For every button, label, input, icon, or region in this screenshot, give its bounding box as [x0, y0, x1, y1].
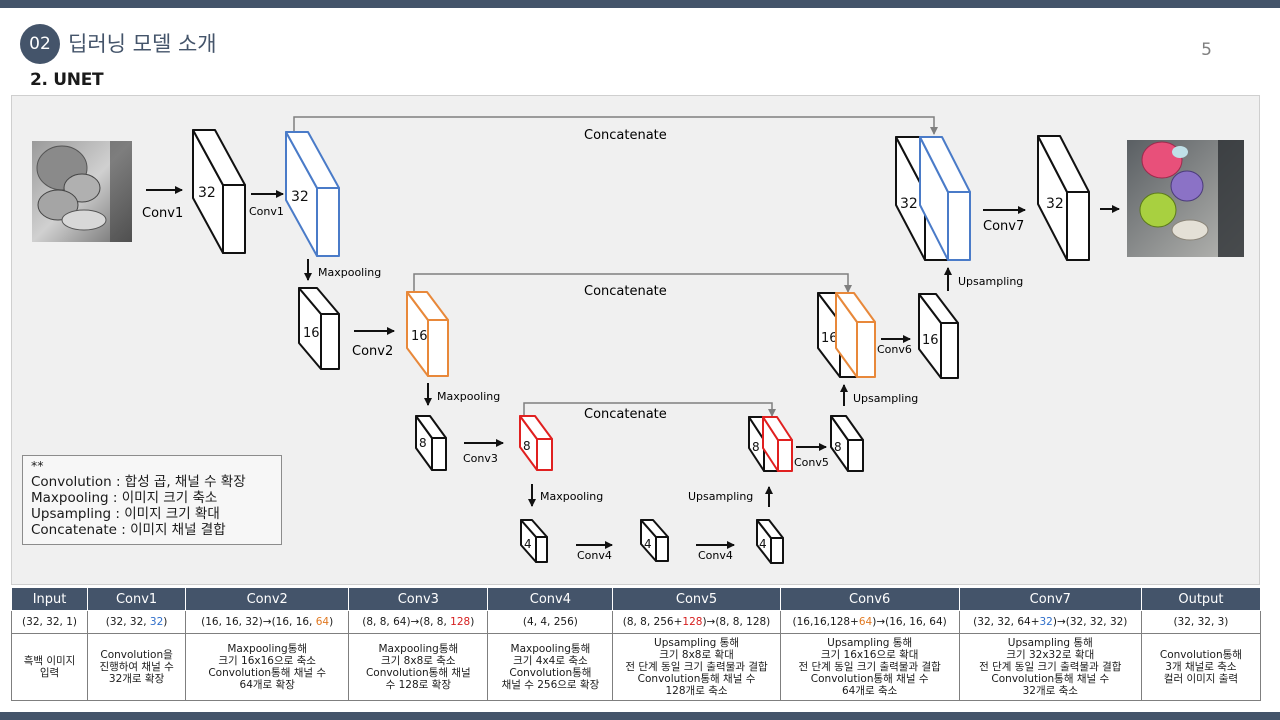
block-conv4-b: 4	[640, 519, 669, 562]
model-layers-table: Input Conv1 Conv2 Conv3 Conv4 Conv5 Conv…	[10, 587, 1262, 701]
block-conv5-concat-a-label: 8	[752, 440, 760, 454]
col-header-conv1: Conv1	[87, 587, 187, 611]
block-conv7-concat-b	[919, 136, 971, 261]
label-conv4-a: Conv4	[577, 549, 612, 562]
shape-conv3: (8, 8, 64)→(8, 8, 128)	[348, 610, 489, 634]
block-conv2-a: 16	[298, 287, 340, 370]
legend-item-convolution: Convolution : 합성 곱, 채널 수 확장	[31, 474, 246, 490]
label-concatenate-2: Concatenate	[584, 284, 667, 299]
block-conv1-b-label: 32	[291, 189, 309, 205]
block-conv1-b: 32	[285, 131, 340, 257]
legend-item-upsampling: Upsampling : 이미지 크기 확대	[31, 506, 220, 522]
label-conv6: Conv6	[877, 343, 912, 356]
block-conv1-a: 32	[192, 129, 246, 254]
shape-input: (32, 32, 1)	[10, 610, 89, 634]
block-conv7-out-label: 32	[1046, 196, 1064, 212]
block-conv6-concat-b	[835, 292, 876, 378]
slide-subtitle: 2. UNET	[30, 70, 104, 90]
shape-conv4: (4, 4, 256)	[487, 610, 614, 634]
label-conv5: Conv5	[794, 456, 829, 469]
shape-output: (32, 32, 3)	[1140, 610, 1262, 634]
col-header-input: Input	[10, 587, 89, 611]
output-color-image	[1127, 140, 1244, 257]
legend-item-maxpooling: Maxpooling : 이미지 크기 축소	[31, 490, 218, 506]
input-grayscale-image	[32, 141, 132, 242]
label-conv1-a: Conv1	[142, 206, 183, 221]
col-header-conv4: Conv4	[487, 587, 614, 611]
bottom-accent-bar	[0, 712, 1280, 720]
shape-row: (32, 32, 1) (32, 32, 32) (16, 16, 32)→(1…	[10, 610, 1262, 634]
block-conv7-out: 32	[1037, 135, 1090, 261]
block-conv6-concat-a-label: 16	[821, 331, 838, 346]
legend-box: ** Convolution : 합성 곱, 채널 수 확장 Maxpoolin…	[22, 455, 282, 545]
shape-conv6: (16,16,128+64)→(16, 16, 64)	[779, 610, 960, 634]
label-conv2: Conv2	[352, 344, 393, 359]
legend-item-concatenate: Concatenate : 이미지 채널 결합	[31, 522, 226, 538]
label-concatenate-3: Concatenate	[584, 407, 667, 422]
col-header-conv2: Conv2	[185, 587, 350, 611]
block-conv3-a: 8	[415, 415, 447, 471]
col-header-conv5: Conv5	[612, 587, 781, 611]
block-conv6-out: 16	[918, 293, 959, 379]
col-header-conv6: Conv6	[779, 587, 960, 611]
block-conv2-a-label: 16	[303, 326, 320, 341]
block-conv7-concat-a-label: 32	[900, 196, 918, 212]
block-conv4-a: 4	[520, 519, 548, 563]
label-conv3: Conv3	[463, 452, 498, 465]
legend-mark: **	[31, 458, 44, 473]
col-header-conv7: Conv7	[958, 587, 1142, 611]
block-conv4-b-label: 4	[644, 537, 652, 551]
label-maxpool-1: Maxpooling	[318, 266, 381, 279]
label-conv4-b: Conv4	[698, 549, 733, 562]
skip-connection-1	[293, 116, 938, 135]
label-upsample-1: Upsampling	[688, 490, 753, 503]
block-conv5-concat-b	[762, 416, 793, 472]
block-conv2-b: 16	[406, 291, 449, 377]
block-conv5-out-label: 8	[834, 440, 842, 454]
skip-connection-3	[523, 402, 776, 417]
block-conv6-out-label: 16	[922, 333, 939, 348]
label-concatenate-1: Concatenate	[584, 128, 667, 143]
skip-connection-2	[413, 273, 852, 293]
block-conv3-b: 8	[519, 415, 553, 471]
block-conv3-b-label: 8	[523, 439, 531, 453]
label-maxpool-3: Maxpooling	[540, 490, 603, 503]
shape-conv7: (32, 32, 64+32)→(32, 32, 32)	[958, 610, 1142, 634]
label-upsample-3: Upsampling	[958, 275, 1023, 288]
col-header-conv3: Conv3	[348, 587, 489, 611]
block-conv4-c: 4	[756, 519, 784, 564]
page-number: 5	[1201, 40, 1212, 60]
block-conv4-c-label: 4	[759, 537, 767, 551]
label-conv1-b: Conv1	[249, 205, 284, 218]
section-number-badge: 02	[20, 24, 60, 64]
block-conv5-out: 8	[830, 415, 864, 472]
table-header-row: Input Conv1 Conv2 Conv3 Conv4 Conv5 Conv…	[10, 587, 1262, 611]
shape-conv5: (8, 8, 256+128)→(8, 8, 128)	[612, 610, 781, 634]
block-conv1-a-label: 32	[198, 185, 216, 201]
section-title: 딥러닝 모델 소개	[68, 32, 217, 56]
col-header-output: Output	[1140, 587, 1262, 611]
block-conv3-a-label: 8	[419, 436, 427, 450]
label-upsample-2: Upsampling	[853, 392, 918, 405]
label-conv7: Conv7	[983, 219, 1024, 234]
top-accent-bar	[0, 0, 1280, 8]
shape-conv2: (16, 16, 32)→(16, 16, 64)	[185, 610, 350, 634]
block-conv2-b-label: 16	[411, 329, 428, 344]
block-conv4-a-label: 4	[524, 537, 532, 551]
shape-conv1: (32, 32, 32)	[87, 610, 187, 634]
label-maxpool-2: Maxpooling	[437, 390, 500, 403]
